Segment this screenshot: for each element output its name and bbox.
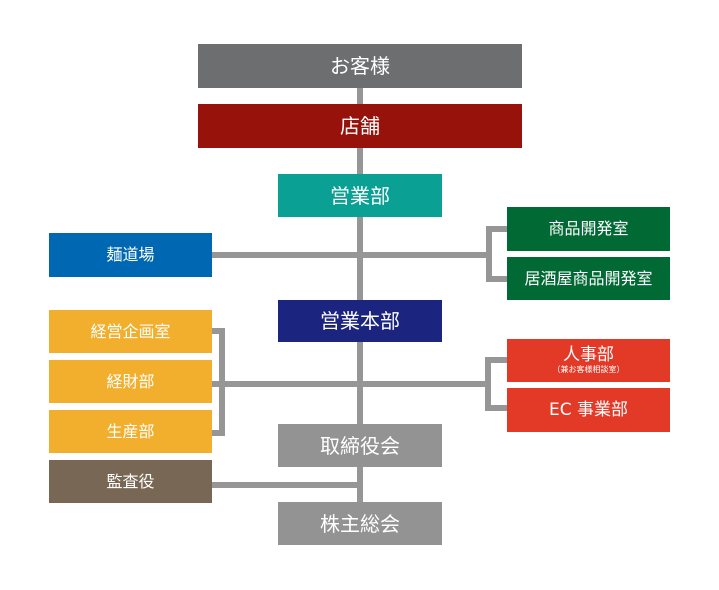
node-board: 取締役会	[278, 424, 442, 467]
node-finance: 経財部	[49, 360, 212, 403]
node-shareholders: 株主総会	[278, 502, 442, 545]
node-hr-note: （兼お客様相談室）	[552, 365, 625, 375]
connector-yellow-bracket-top	[212, 328, 225, 334]
connector-green-bracket-v	[486, 226, 492, 282]
node-ec-label: EC 事業部	[548, 399, 628, 420]
connector-yellow-bracket-v	[219, 328, 225, 436]
node-menudojo-label: 麺道場	[106, 245, 155, 265]
node-stores: 店舗	[198, 104, 522, 148]
node-sales-hq: 営業本部	[278, 300, 442, 342]
node-auditor: 監査役	[49, 460, 212, 503]
connector-main-vertical	[357, 88, 363, 502]
node-corp-planning-label: 経営企画室	[90, 321, 171, 341]
connector-auditor	[212, 482, 360, 488]
node-board-label: 取締役会	[320, 433, 400, 458]
node-product-dev: 商品開発室	[507, 207, 670, 251]
node-corp-planning: 経営企画室	[49, 310, 212, 353]
connector-planning-hr	[212, 381, 491, 387]
node-izakaya-dev-label: 居酒屋商品開発室	[524, 268, 653, 288]
connector-green-bracket-bottom	[486, 276, 507, 282]
node-izakaya-dev: 居酒屋商品開発室	[507, 257, 670, 300]
connector-red-bracket-v	[485, 357, 491, 411]
node-hr: 人事部 （兼お客様相談室）	[507, 339, 670, 382]
connector-yellow-bracket-bottom	[212, 430, 225, 436]
node-product-dev-label: 商品開発室	[548, 219, 629, 239]
node-finance-label: 経財部	[106, 371, 155, 391]
connector-menudojo-productdev	[212, 252, 492, 258]
node-hr-label: 人事部	[563, 344, 614, 365]
connector-red-bracket-top	[485, 357, 507, 363]
node-shareholders-label: 株主総会	[320, 511, 400, 536]
node-customers: お客様	[198, 44, 522, 88]
connector-red-bracket-bottom	[485, 405, 507, 411]
node-sales-dept: 営業部	[278, 174, 442, 217]
node-production-label: 生産部	[106, 421, 155, 441]
node-sales-dept-label: 営業部	[330, 183, 390, 208]
connector-green-bracket-top	[486, 226, 507, 232]
node-sales-hq-label: 営業本部	[320, 309, 400, 333]
node-customers-label: お客様	[330, 54, 390, 78]
node-ec: EC 事業部	[507, 388, 670, 432]
node-stores-label: 店舗	[340, 114, 380, 138]
node-auditor-label: 監査役	[106, 471, 155, 491]
node-production: 生産部	[49, 410, 212, 453]
node-menudojo: 麺道場	[49, 233, 212, 277]
